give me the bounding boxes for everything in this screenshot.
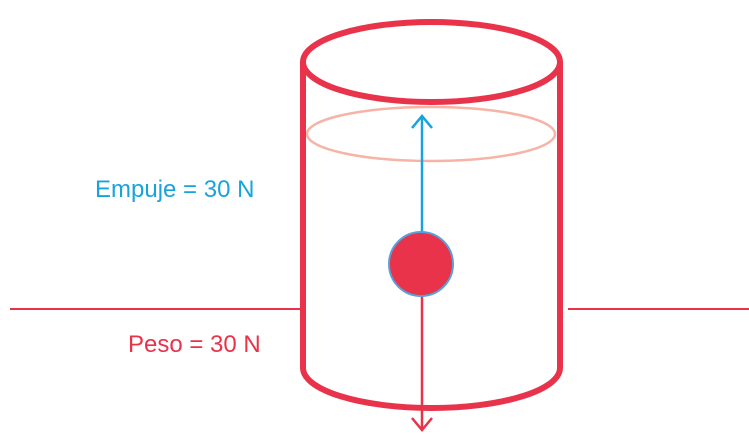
buoyancy-arrow [412, 116, 432, 236]
weight-label: Peso = 30 N [128, 331, 261, 358]
cylinder-container [303, 22, 560, 408]
buoyancy-label: Empuje = 30 N [95, 176, 254, 203]
water-surface [307, 107, 555, 161]
cylinder-bottom [303, 368, 560, 408]
submerged-ball [389, 232, 453, 296]
cylinder-top-rim [303, 22, 560, 102]
